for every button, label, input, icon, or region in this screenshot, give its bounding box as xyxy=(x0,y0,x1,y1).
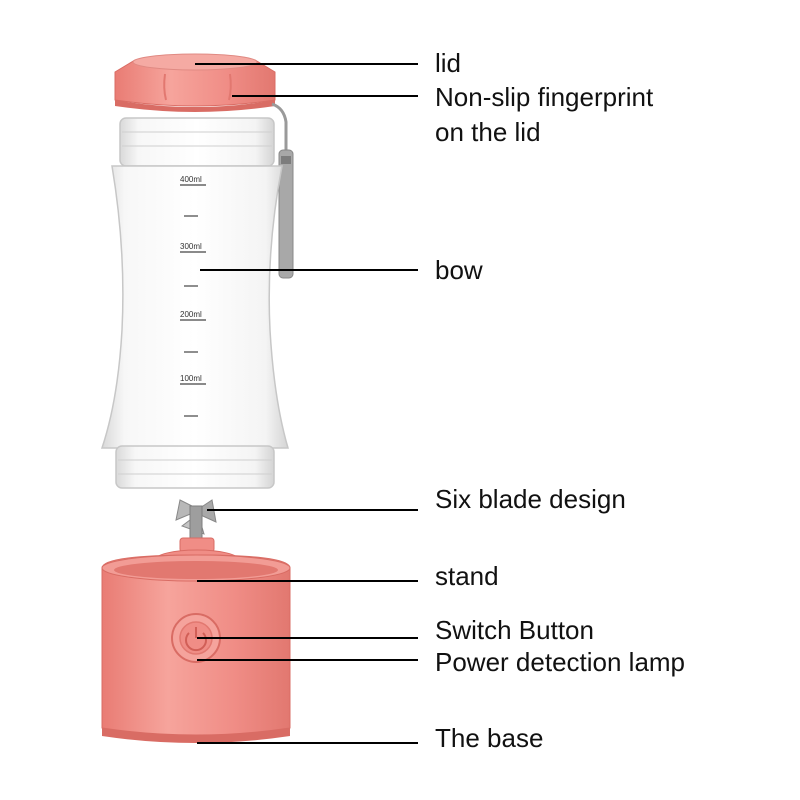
label-stand: stand xyxy=(435,561,499,591)
label-lid: lid xyxy=(435,48,462,78)
scale-mark-300: 300ml xyxy=(180,242,202,251)
strap-icon xyxy=(271,102,294,279)
label-non-slip-line2: on the lid xyxy=(435,117,541,147)
lid-grip-ridges xyxy=(163,73,232,101)
measurement-scale xyxy=(180,184,206,417)
blade-assembly xyxy=(175,499,217,541)
leader-lines xyxy=(195,63,418,744)
lid xyxy=(114,53,276,112)
scale-mark-400: 400ml xyxy=(180,175,202,184)
label-bow: bow xyxy=(435,255,483,285)
scale-mark-200: 200ml xyxy=(180,310,202,319)
label-non-slip-line1: Non-slip fingerprint xyxy=(435,82,654,112)
bottle: 400ml 300ml 200ml 100ml xyxy=(100,117,289,489)
scale-mark-100: 100ml xyxy=(180,374,202,383)
label-six-blade: Six blade design xyxy=(435,484,626,514)
label-switch-button: Switch Button xyxy=(435,615,594,645)
label-power-lamp: Power detection lamp xyxy=(435,647,686,677)
label-base: The base xyxy=(435,723,544,753)
